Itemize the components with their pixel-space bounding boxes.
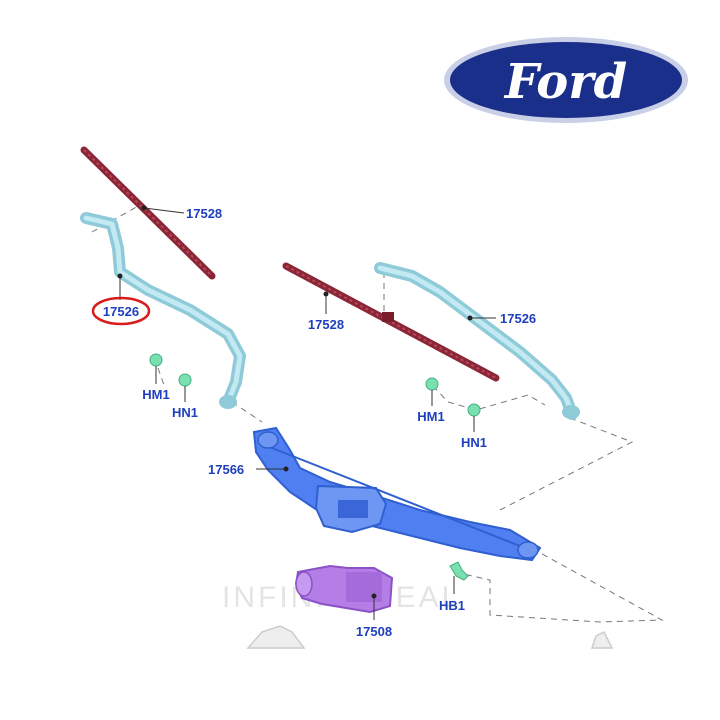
callout-arm-left: 17526 — [103, 304, 139, 319]
fastener-hn1-left — [178, 373, 192, 387]
ford-logo: Ford — [444, 37, 688, 123]
callout-hm1-right: HM1 — [417, 409, 444, 424]
left-wiper-blade — [80, 146, 216, 280]
left-wiper-arm — [80, 212, 246, 409]
right-wiper-blade — [282, 262, 500, 382]
callout-blade-right: 17528 — [308, 317, 344, 332]
wiper-linkage — [252, 426, 542, 562]
callout-hb1: HB1 — [439, 598, 465, 613]
callout-hn1-right: HN1 — [461, 435, 487, 450]
logo-oval — [450, 42, 682, 118]
callout-arm-right: 17526 — [500, 311, 536, 326]
leader-lines — [117, 205, 496, 620]
assembly-dashed-lines — [91, 204, 664, 623]
callout-hn1-left: HN1 — [172, 405, 198, 420]
fastener-hm1-left — [149, 353, 163, 367]
logo-text: Ford — [503, 54, 627, 110]
fastener-hm1-right — [425, 377, 439, 391]
callout-linkage: 17566 — [208, 462, 244, 477]
fastener-hb1 — [449, 561, 469, 581]
right-wiper-arm — [374, 262, 580, 420]
callout-motor: 17508 — [356, 624, 392, 639]
callout-blade-left: 17528 — [186, 206, 222, 221]
partial-component — [246, 625, 614, 649]
highlight-ring — [91, 296, 151, 326]
callout-hm1-left: HM1 — [142, 387, 169, 402]
fastener-hn1-right — [467, 403, 481, 417]
